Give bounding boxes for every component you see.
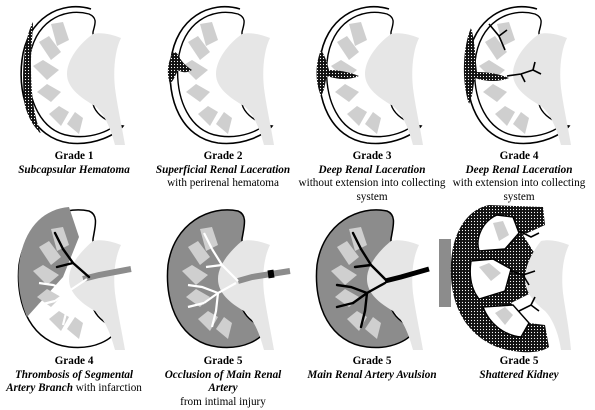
- grade-label: Grade 5: [352, 355, 392, 367]
- grade-label: Grade 5: [499, 355, 539, 367]
- panel-grade-2-superficial-laceration: [152, 0, 297, 145]
- injury-note: without extension into collecting system: [298, 177, 446, 203]
- thrombosed-segmental-artery-branch: [53, 231, 91, 279]
- kidney-illustration-3: [316, 5, 423, 145]
- panel-grade-1-subcapsular-hematoma: [3, 0, 148, 145]
- grade-label: Grade 1: [54, 150, 94, 162]
- panel-grade-5-shattered-kidney: [449, 205, 594, 353]
- injury-note: with extension into collecting system: [452, 177, 586, 203]
- renal-pelvis-ureter: [367, 240, 423, 350]
- injury-note: from intimal injury: [180, 395, 266, 408]
- kidney-illustration-5: [17, 207, 132, 350]
- injury-title: Superficial Renal Laceration: [155, 163, 291, 176]
- deep-laceration-hematoma: [316, 50, 359, 96]
- renal-pelvis-ureter: [218, 240, 274, 350]
- caption-grade-5a: Grade 5 Occlusion of Main Renal Artery f…: [149, 355, 297, 409]
- caption-grade-3: Grade 3 Deep Renal Laceration without ex…: [298, 150, 446, 204]
- injury-title: Thrombosis of Segmental Artery Branch: [6, 368, 134, 395]
- avulsed-main-renal-artery: [384, 266, 430, 284]
- calyces: [331, 22, 381, 134]
- kidney-illustration-7: [315, 209, 451, 350]
- renal-pelvis-ureter: [216, 33, 274, 145]
- injury-title: Deep Renal Laceration: [465, 163, 573, 176]
- segmental-artery-branches: [335, 231, 389, 329]
- calyces: [33, 227, 83, 339]
- grade-label: Grade 4: [499, 150, 539, 162]
- renal-pelvis-ureter: [513, 33, 571, 145]
- segmental-artery-branches: [187, 232, 239, 328]
- kidney-illustration-6: [166, 209, 291, 350]
- injury-title: Deep Renal Laceration: [318, 163, 426, 176]
- calyces: [182, 22, 232, 134]
- grade-label: Grade 3: [352, 150, 392, 162]
- caption-grade-4a: Grade 4 Deep Renal Laceration with exten…: [445, 150, 593, 204]
- renal-pelvis-ureter: [69, 240, 125, 350]
- caption-grade-1: Grade 1 Subcapsular Hematoma: [0, 150, 148, 177]
- calyces: [479, 221, 513, 325]
- main-renal-artery: [237, 268, 291, 284]
- panel-grade-3-deep-laceration: [301, 0, 446, 145]
- injury-title: Main Renal Artery Avulsion: [307, 368, 437, 381]
- fracture-lines: [510, 230, 540, 312]
- subcapsular-hematoma: [23, 22, 41, 134]
- injury-title: Occlusion of Main Renal Artery: [164, 368, 282, 395]
- intimal-injury-occlusion: [267, 269, 275, 279]
- renal-pelvis-ureter: [365, 33, 423, 145]
- kidney-illustration-4: [463, 5, 571, 145]
- perirenal-hematoma: [167, 52, 192, 84]
- calyces: [33, 22, 83, 134]
- grade-label: Grade 4: [54, 355, 94, 367]
- panel-grade-4-segmental-thrombosis: [3, 205, 148, 350]
- kidney-illustration-1: [20, 5, 125, 145]
- caption-grade-5b: Grade 5 Main Renal Artery Avulsion: [298, 355, 446, 382]
- deep-laceration-hematoma: [463, 28, 509, 104]
- segmental-artery-branches: [38, 278, 88, 326]
- grade-label: Grade 5: [203, 355, 243, 367]
- caption-grade-4b: Grade 4 Thrombosis of Segmental Artery B…: [0, 355, 148, 396]
- caption-grade-5c: Grade 5 Shattered Kidney: [445, 355, 593, 382]
- calyces: [331, 227, 381, 339]
- renal-pelvis-ureter: [67, 33, 125, 145]
- kidney-illustration-2: [167, 5, 274, 145]
- panel-grade-4-deep-laceration-collecting: [449, 0, 594, 145]
- panel-grade-5-main-artery-occlusion: [152, 205, 297, 350]
- injury-note: with perirenal hematoma: [167, 177, 279, 190]
- grade-label: Grade 2: [203, 150, 243, 162]
- renal-pelvis-ureter: [525, 240, 571, 350]
- injury-note: with infarction: [75, 382, 142, 395]
- injury-title: Subcapsular Hematoma: [18, 163, 130, 176]
- laceration-extension-into-collecting-system: [488, 23, 542, 83]
- kidney-illustration-8: [450, 205, 571, 353]
- caption-grade-2: Grade 2 Superficial Renal Laceration wit…: [149, 150, 297, 191]
- panel-grade-5-main-artery-avulsion: [301, 205, 451, 350]
- aorta: [439, 239, 451, 307]
- injury-title: Shattered Kidney: [479, 368, 559, 381]
